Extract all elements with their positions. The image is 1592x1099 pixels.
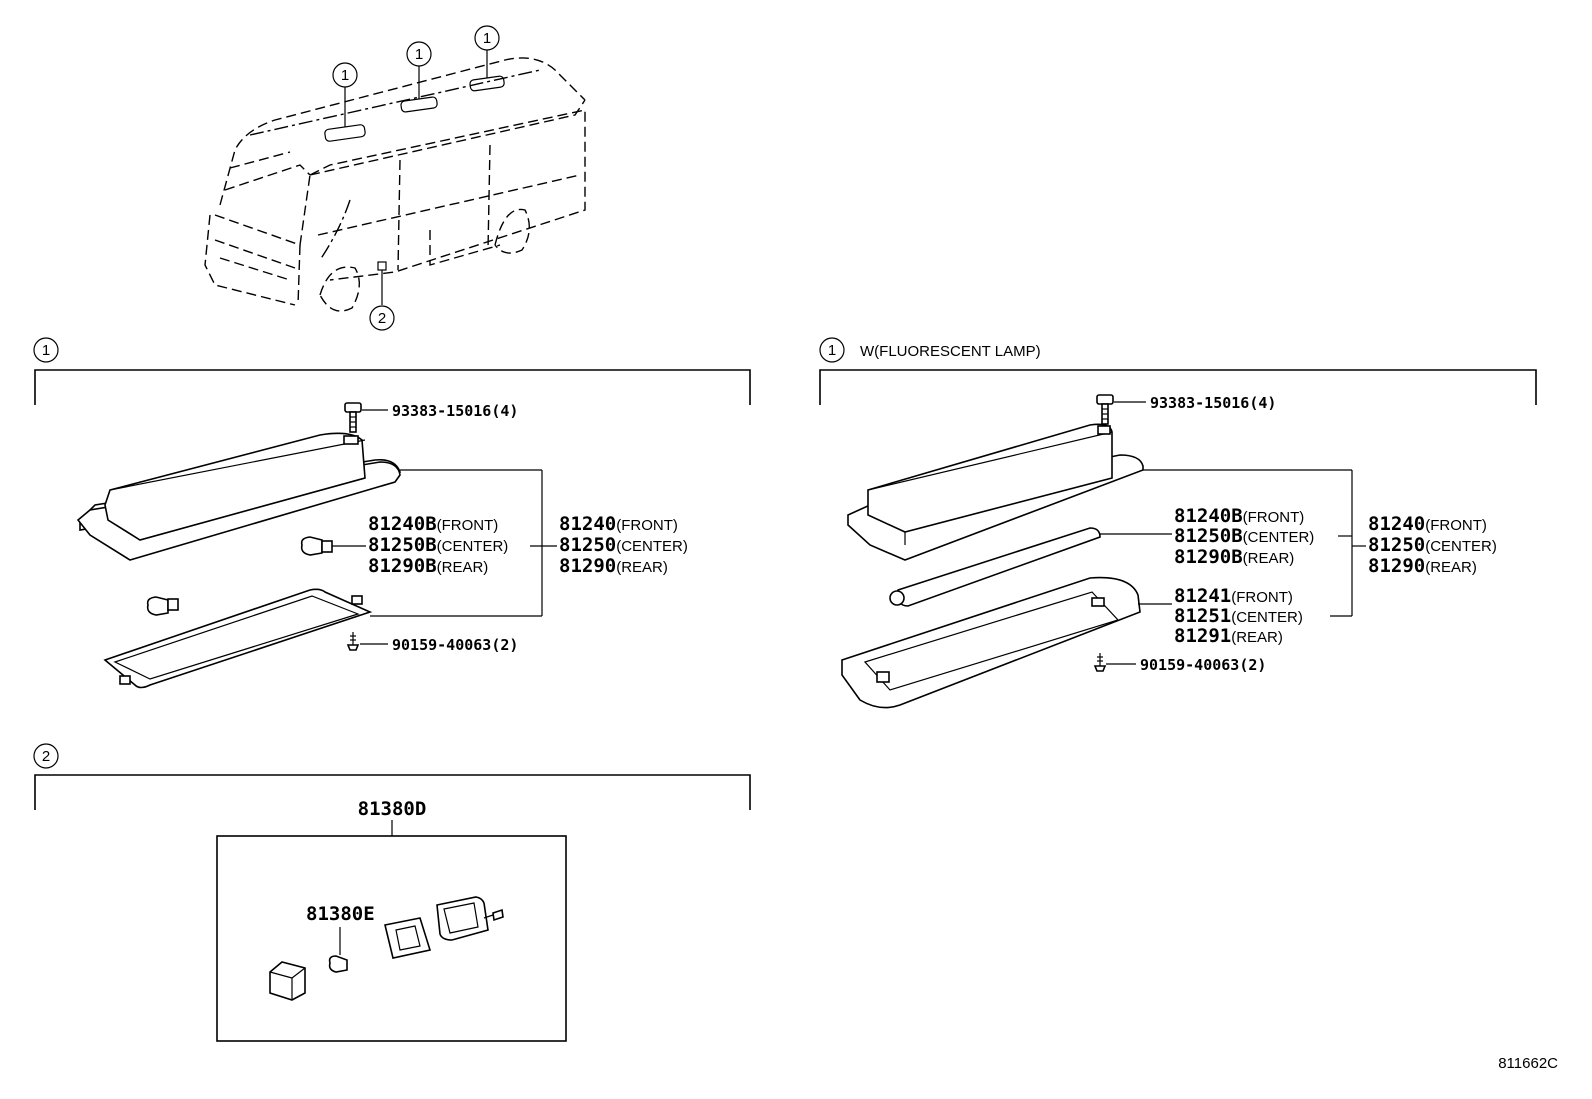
part-label: 81290B(REAR) (368, 555, 488, 577)
section-1-fluorescent-lamp: 1 W(FLUORESCENT LAMP) (819, 337, 1537, 709)
bolt-icon (344, 402, 362, 433)
section-1f-title: W(FLUORESCENT LAMP) (860, 343, 1041, 360)
part-label: 81240(FRONT) (559, 513, 678, 535)
section-2-step-lamp: 2 81380D 81380E (33, 743, 751, 1042)
svg-text:1: 1 (415, 46, 423, 63)
fluorescent-tube-icon (889, 527, 1101, 607)
section-2-callout: 2 (33, 743, 59, 769)
part-label: 81240B(FRONT) (1174, 505, 1304, 527)
part-label: 81290B(REAR) (1174, 546, 1294, 568)
part-label: 81250(CENTER) (1368, 534, 1497, 556)
section-2-bracket (34, 774, 751, 810)
step-lamp-assembly-number: 81380D (358, 798, 427, 820)
bolt-icon (1096, 394, 1114, 425)
screw-icon (483, 908, 504, 922)
svg-text:1: 1 (42, 342, 50, 359)
lens-part-list: 81241(FRONT) 81251(CENTER) 81291(REAR) (1174, 585, 1303, 647)
svg-text:1: 1 (828, 342, 836, 359)
assembly-list: 81240(FRONT) 81250(CENTER) 81290(REAR) (1368, 513, 1497, 577)
sub-part-list: 81240B(FRONT) 81250B(CENTER) 81290B(REAR… (1174, 505, 1314, 568)
part-label: 81290(REAR) (559, 555, 668, 577)
part-label: 81240(FRONT) (1368, 513, 1487, 535)
part-label: 81250B(CENTER) (1174, 525, 1314, 547)
overview-callout: 1 (406, 41, 432, 67)
bulb (328, 955, 348, 973)
step-lamp-bulb-number: 81380E (306, 903, 375, 925)
part-label: 81250B(CENTER) (368, 534, 508, 556)
section-1-callout: 1 (33, 337, 59, 363)
svg-text:1: 1 (483, 30, 491, 47)
lamp-housing (847, 423, 1144, 561)
lens-cover (841, 576, 1141, 709)
overview-callout: 1 (332, 62, 358, 88)
vehicle-overview: 1 1 1 2 (204, 25, 586, 331)
lens-cover (103, 588, 373, 689)
bulb (300, 536, 333, 556)
part-label: 81290(REAR) (1368, 555, 1477, 577)
svg-text:1: 1 (341, 67, 349, 84)
bolt-part-number: 93383-15016(4) (392, 402, 518, 420)
svg-text:2: 2 (42, 748, 50, 765)
overview-callout: 1 (474, 25, 500, 51)
sub-part-list: 81240B(FRONT) 81250B(CENTER) 81290B(REAR… (368, 513, 508, 577)
screw-part-number: 90159-40063(2) (392, 636, 518, 654)
part-label: 81241(FRONT) (1174, 585, 1293, 607)
step-lamp-kit-box (216, 835, 567, 1042)
bolt-part-number: 93383-15016(4) (1150, 394, 1276, 412)
screw-part-number: 90159-40063(2) (1140, 656, 1266, 674)
step-lamp-lens (436, 896, 489, 941)
diagram-id: 811662C (1498, 1055, 1558, 1072)
lamp-socket (269, 961, 306, 1001)
section-1f-bracket (819, 369, 1537, 405)
part-label: 81251(CENTER) (1174, 605, 1303, 627)
part-label: 81250(CENTER) (559, 534, 688, 556)
svg-text:2: 2 (378, 310, 386, 327)
bulb (146, 596, 179, 616)
section-1-bracket (34, 369, 751, 405)
gasket (384, 917, 432, 959)
screw-icon (346, 632, 360, 651)
part-label: 81291(REAR) (1174, 625, 1283, 647)
lamp-housing (76, 432, 402, 561)
screw-icon (1093, 653, 1107, 672)
part-label: 81240B(FRONT) (368, 513, 498, 535)
overview-callout: 2 (369, 305, 395, 331)
section-1-interior-lamp: 1 (33, 337, 751, 689)
section-1f-callout: 1 (819, 337, 845, 363)
assembly-list: 81240(FRONT) 81250(CENTER) 81290(REAR) (559, 513, 688, 577)
